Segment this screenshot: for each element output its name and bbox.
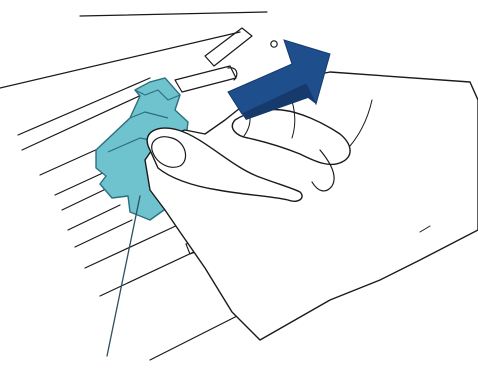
body-line <box>55 172 105 195</box>
body-line <box>0 32 240 88</box>
roller-shaft <box>205 28 252 66</box>
roller-shaft <box>175 66 236 92</box>
callout-line <box>107 196 140 356</box>
body-line <box>75 220 132 247</box>
hand-icon <box>145 72 478 340</box>
body-line <box>40 148 100 175</box>
callout-pointer <box>107 196 140 356</box>
body-line <box>150 312 245 360</box>
body-line <box>68 205 120 230</box>
body-line <box>62 188 108 210</box>
screw-hole <box>271 41 277 47</box>
roller-shaft <box>228 68 237 80</box>
body-line <box>80 12 267 16</box>
hand-palm <box>145 72 478 340</box>
